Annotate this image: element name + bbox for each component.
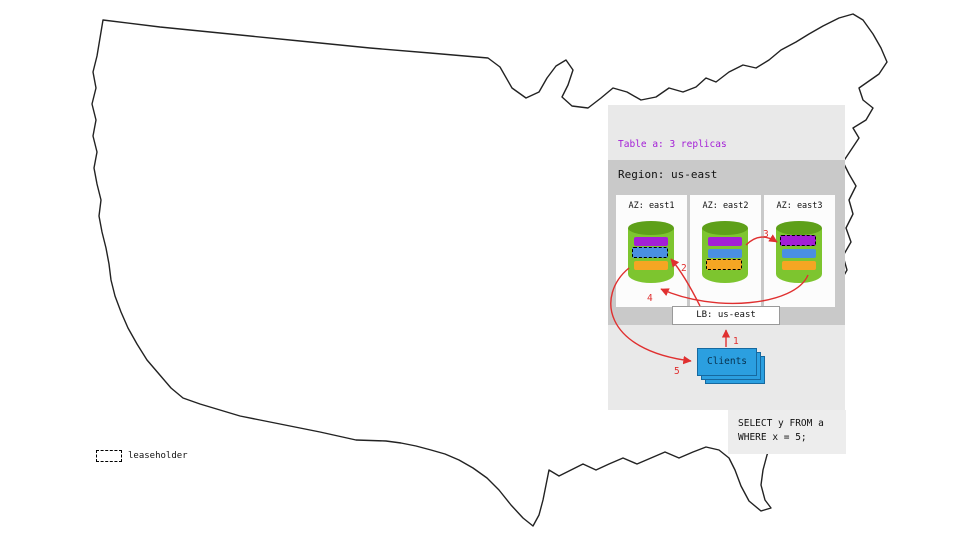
sql-line-2: WHERE x = 5; — [738, 432, 807, 443]
replica-index-a — [708, 249, 742, 258]
az-east1: AZ: east1 — [616, 195, 687, 307]
topology-panel: Table a: 3 replicas Index a: 3 replicas … — [608, 105, 845, 410]
az-east2: AZ: east2 — [690, 195, 761, 307]
clients-box: Clients — [697, 348, 757, 376]
az-east3: AZ: east3 — [764, 195, 835, 307]
replica-table-b — [634, 261, 668, 270]
db-node-east2 — [702, 221, 748, 283]
legend-table-a: Table a: 3 replicas — [618, 139, 727, 150]
leaseholder-legend: leaseholder — [96, 450, 188, 462]
db-node-east3 — [776, 221, 822, 283]
region-title: Region: us-east — [618, 168, 718, 181]
az-east3-label: AZ: east3 — [776, 201, 823, 211]
region-box: Region: us-east AZ: east1 AZ: east2 — [608, 160, 845, 325]
az-east2-label: AZ: east2 — [702, 201, 749, 211]
leaseholder-label: leaseholder — [128, 451, 188, 461]
cylinder-top — [702, 221, 748, 235]
az-row: AZ: east1 AZ: east2 — [616, 195, 837, 307]
replica-table-a — [708, 237, 742, 246]
cylinder-top — [776, 221, 822, 235]
sql-line-1: SELECT y FROM a — [738, 418, 824, 429]
replica-table-a — [634, 237, 668, 246]
replica-index-a — [782, 249, 816, 258]
replica-table-b — [782, 261, 816, 270]
az-east1-label: AZ: east1 — [628, 201, 675, 211]
replica-table-a-leaseholder — [780, 235, 817, 247]
sql-query-box: SELECT y FROM a WHERE x = 5; — [728, 410, 846, 454]
clients-stack: Clients — [697, 348, 767, 386]
load-balancer: LB: us-east — [672, 306, 780, 325]
cylinder-top — [628, 221, 674, 235]
db-node-east1 — [628, 221, 674, 283]
leaseholder-swatch-icon — [96, 450, 122, 462]
replica-table-b-leaseholder — [706, 259, 743, 271]
replica-index-a-leaseholder — [632, 247, 669, 259]
